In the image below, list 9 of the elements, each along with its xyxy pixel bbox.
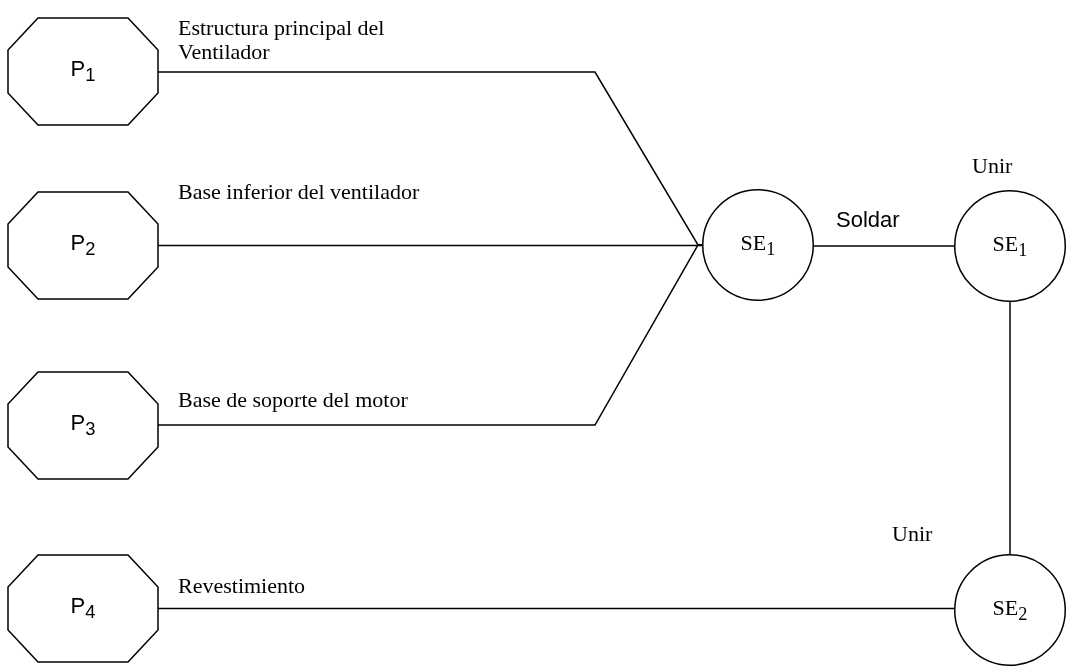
node-label: P$_{2}$: [70, 230, 96, 261]
node-label: P$_{3}$: [70, 410, 96, 441]
node-label: SE$_{1}$: [740, 229, 776, 261]
node-label: P$_{1}$: [70, 56, 96, 87]
node-label: P$_{4}$: [70, 593, 96, 624]
node-label: SE$_{2}$: [992, 594, 1028, 626]
connector-line: [813, 245, 955, 247]
connector-line: [1009, 301, 1011, 555]
node-label: SE$_{1}$: [992, 230, 1028, 262]
